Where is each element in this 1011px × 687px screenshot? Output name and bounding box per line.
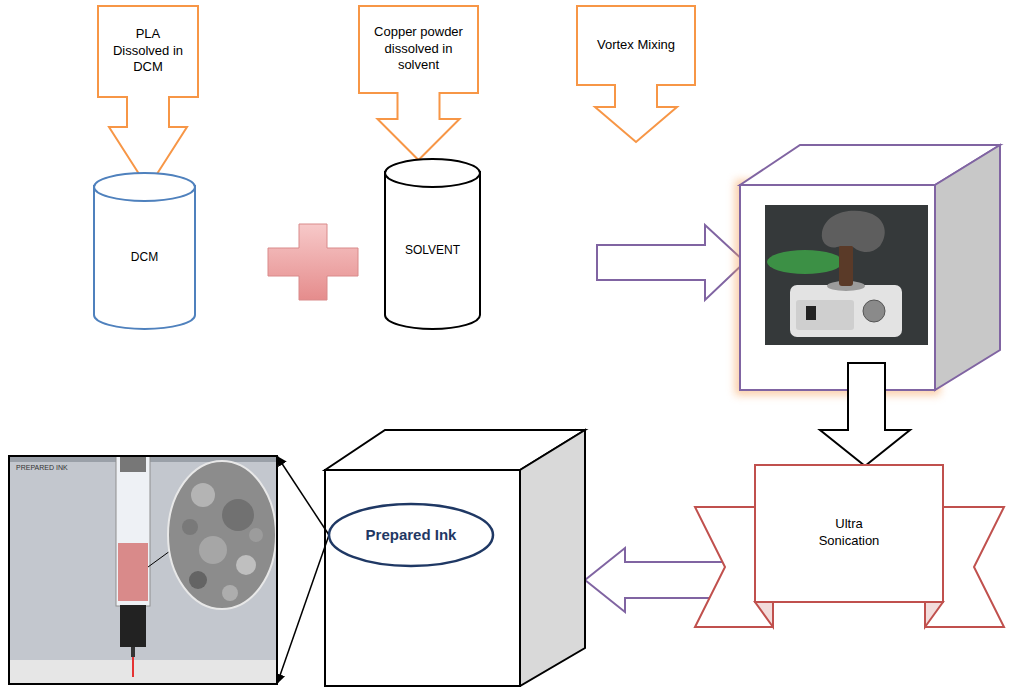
vortex-box-part	[740, 185, 935, 390]
ellipse-outline	[329, 504, 493, 566]
photo-part	[132, 657, 134, 677]
photo-part	[249, 528, 263, 542]
vortex-mixer-photo-part	[822, 211, 885, 252]
vortex-mixer-photo-part	[806, 306, 816, 320]
photo-part	[148, 551, 170, 567]
text-region: SOLVENT	[388, 188, 477, 314]
vortex-box-part	[740, 185, 935, 390]
node-label: Ultra Sonication	[804, 516, 894, 550]
hollow-arrow-part	[820, 363, 910, 466]
text-region: Prepared Ink	[342, 509, 480, 561]
hollow-arrow-part	[597, 225, 745, 300]
cylinder-top	[385, 159, 480, 187]
callout-box: Vortex Mixing	[576, 5, 696, 143]
photo-part	[199, 536, 227, 564]
callout-box: PLA Dissolved in DCM	[97, 5, 199, 189]
node-label: Vortex Mixing	[597, 37, 675, 54]
node-label: DCM	[131, 250, 158, 266]
text-region: DCM	[97, 202, 192, 314]
text-region: Copper powder dissolved in solvent	[362, 9, 475, 89]
photo-part	[222, 585, 238, 601]
plus-sign	[268, 224, 358, 300]
node-label: PREPARED INK	[16, 463, 68, 472]
cylinder-top	[94, 173, 195, 201]
text-region: Ultra Sonication	[759, 468, 939, 598]
banner-fold	[925, 602, 943, 627]
callout-outline	[577, 6, 695, 142]
connector-arrow	[277, 535, 329, 684]
cylinder-body	[385, 172, 480, 329]
photo-part	[222, 499, 254, 531]
vortex-mixer-photo-part	[767, 250, 843, 274]
cylinder-body	[94, 186, 195, 329]
photo-part	[116, 456, 150, 606]
node-label: PLA Dissolved in DCM	[107, 26, 189, 77]
callout-box: Copper powder dissolved in solvent	[358, 5, 479, 161]
plus-sign-part	[268, 224, 358, 300]
photo-part	[9, 456, 277, 684]
vortex-mixer-photo-part	[765, 205, 928, 345]
ink-box-part	[520, 430, 585, 686]
vortex-mixer-photo-part	[790, 285, 902, 337]
vortex-mixer-photo	[765, 205, 928, 345]
callout-box-shape	[576, 5, 696, 143]
ink-photo: PREPARED INK	[8, 455, 278, 685]
ink-box	[325, 430, 585, 686]
vortex-box	[740, 145, 1000, 390]
text-region: PREPARED INK	[16, 463, 146, 479]
photo-part	[189, 571, 207, 589]
photo-part	[236, 555, 256, 575]
photo-part	[120, 605, 146, 647]
photo-part	[120, 456, 146, 472]
connector-arrow	[277, 456, 329, 535]
ink-box-part	[325, 470, 520, 686]
container-cylinder: DCM	[93, 172, 196, 330]
photo-part	[191, 483, 215, 507]
callout-outline	[359, 6, 478, 160]
ink-photo-shape	[8, 455, 278, 685]
text-region: PLA Dissolved in DCM	[101, 9, 195, 93]
ink-photo-illustration	[9, 456, 277, 684]
process-banner: Ultra Sonication	[693, 462, 1006, 632]
photo-part	[131, 647, 135, 657]
photo-part	[168, 461, 276, 609]
photo-part	[9, 660, 277, 684]
photo-part	[9, 456, 277, 684]
node-label: Prepared Ink	[366, 525, 457, 545]
hollow-arrow	[820, 363, 910, 466]
hollow-arrow	[597, 225, 745, 300]
callout-outline	[98, 6, 198, 188]
banner-fold	[755, 602, 773, 627]
banner-panel	[755, 465, 943, 602]
text-region: Vortex Mixing	[580, 9, 692, 81]
vortex-box-part	[935, 145, 1000, 390]
photo-part	[118, 543, 148, 601]
vortex-mixer-photo-part	[863, 300, 885, 322]
photo-part	[182, 519, 198, 535]
node-label: SOLVENT	[405, 243, 460, 259]
node-label: Copper powder dissolved in solvent	[364, 24, 474, 75]
result-ellipse: Prepared Ink	[328, 503, 494, 567]
vortex-mixer-photo-part	[796, 300, 854, 330]
container-cylinder: SOLVENT	[384, 158, 481, 330]
